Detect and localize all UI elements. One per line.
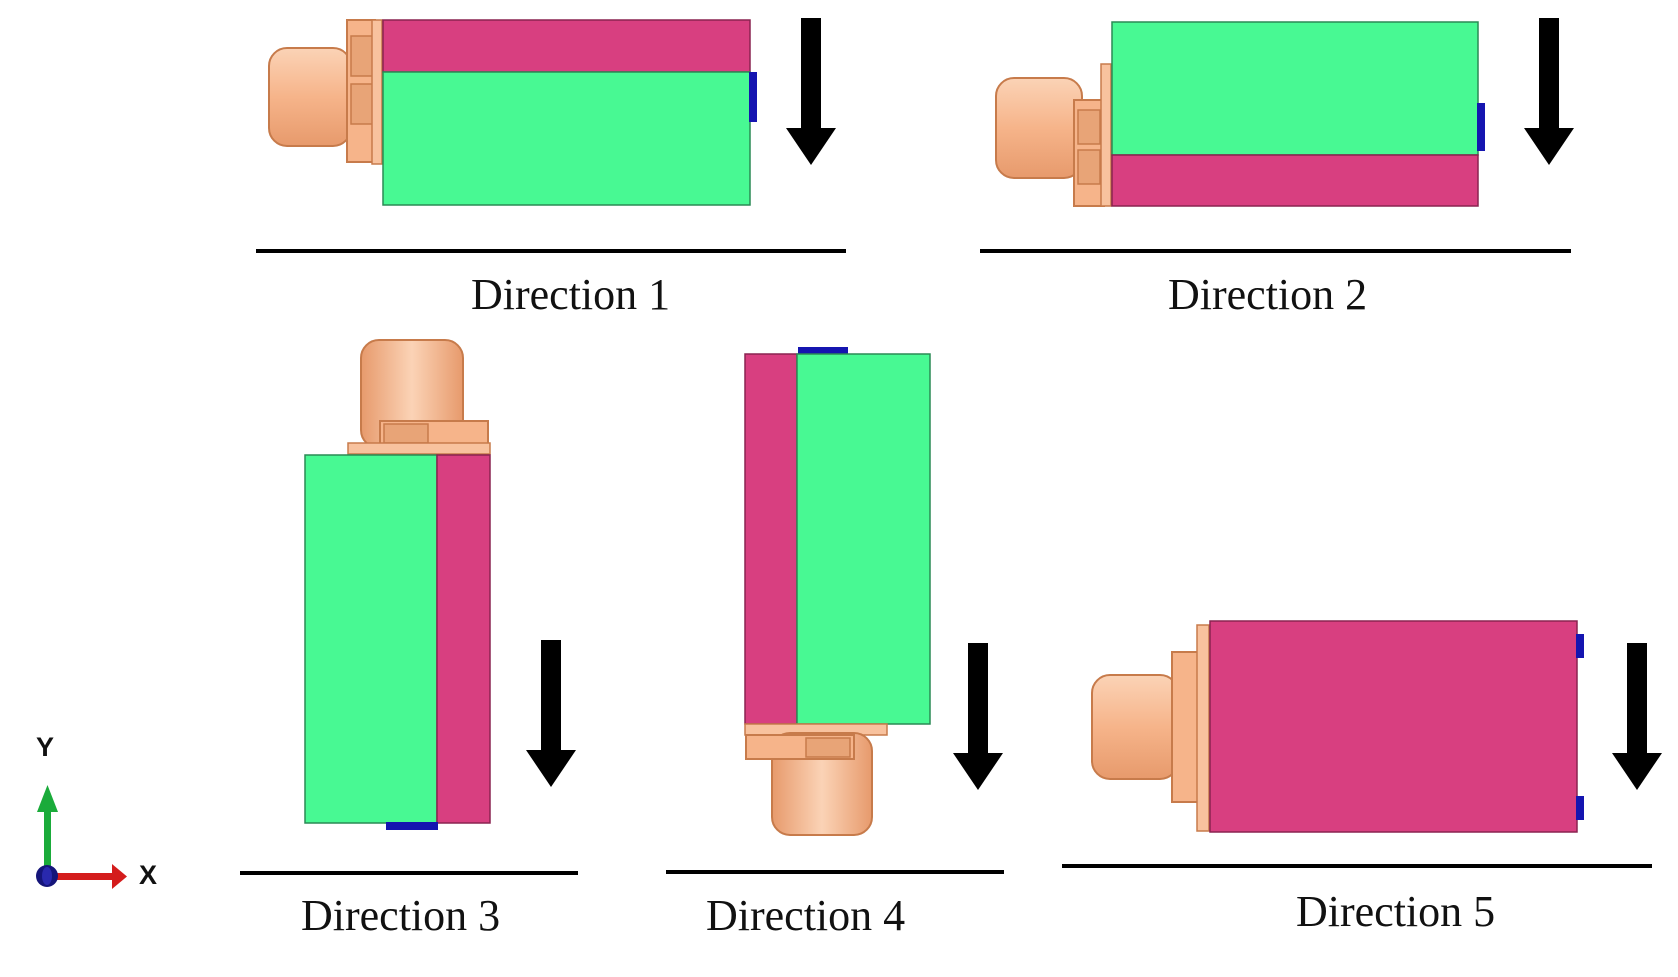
direction-1-panel [256, 18, 846, 253]
direction-5-down-arrow [1612, 643, 1662, 790]
direction-1-down-arrow [786, 18, 836, 165]
direction-1-blue-tab [749, 72, 757, 122]
direction-4-connector [744, 723, 888, 836]
direction-3-connector [347, 339, 491, 455]
coordinate-axes [36, 785, 127, 889]
direction-5-connector [1091, 624, 1210, 832]
y-axis-arrow [37, 785, 58, 876]
direction-1-green-face [382, 71, 751, 206]
direction-2-pink-face [1111, 154, 1479, 207]
direction-5-blue-tab-bottom [1576, 796, 1584, 820]
direction-5-panel [1062, 620, 1662, 868]
direction-5-pink-face [1209, 620, 1578, 833]
direction-2-down-arrow [1524, 18, 1574, 165]
direction-2-connector [995, 63, 1112, 207]
x-axis-arrow [47, 864, 127, 889]
direction-4-down-arrow [953, 643, 1003, 790]
direction-2-panel [980, 18, 1574, 253]
direction-4-panel [666, 347, 1004, 874]
direction-1-connector [268, 19, 383, 165]
direction-4-ground-line [666, 870, 1004, 874]
direction-5-blue-tab-top [1576, 634, 1584, 658]
direction-3-pink-face [436, 454, 491, 824]
direction-4-blue-tab [798, 347, 848, 355]
direction-2-blue-tab [1477, 103, 1485, 151]
direction-3-down-arrow [526, 640, 576, 787]
direction-1-pink-face [382, 19, 751, 73]
direction-4-pink-face [744, 353, 798, 725]
direction-3-panel [240, 339, 578, 875]
direction-3-green-face [304, 454, 438, 824]
direction-3-blue-tab [386, 822, 438, 830]
direction-5-ground-line [1062, 864, 1652, 868]
direction-1-ground-line [256, 249, 846, 253]
direction-4-green-face [796, 353, 931, 725]
direction-2-green-face [1111, 21, 1479, 156]
direction-3-ground-line [240, 871, 578, 875]
direction-2-ground-line [980, 249, 1571, 253]
